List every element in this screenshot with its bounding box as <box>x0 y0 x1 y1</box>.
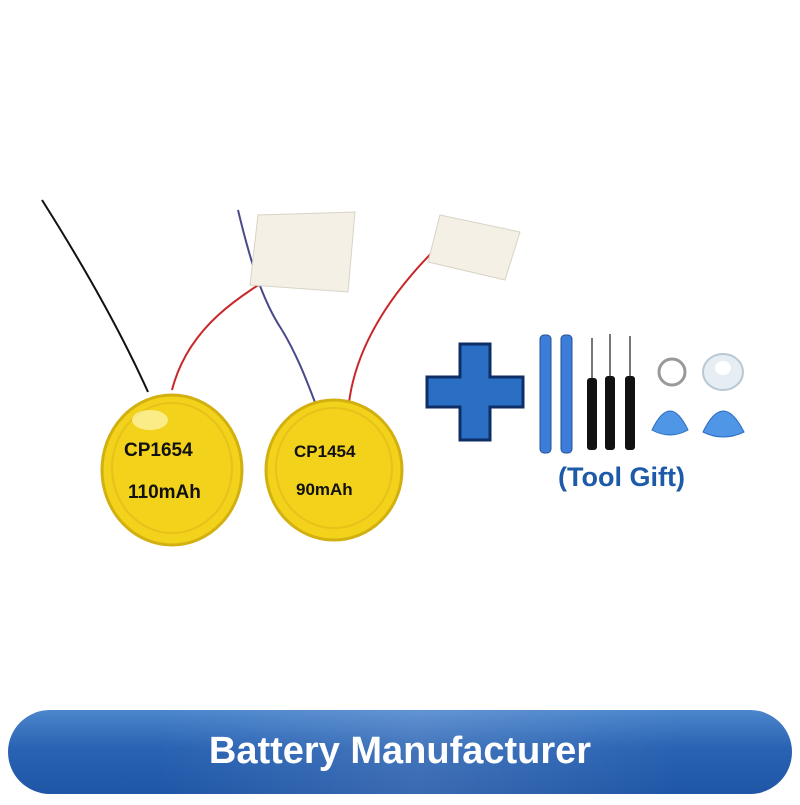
triangle-pick-icon <box>651 410 745 438</box>
battery-1-capacity: 110mAh <box>128 482 201 503</box>
battery-1-model: CP1654 <box>124 440 193 461</box>
tool-gift-caption: (Tool Gift) <box>558 462 685 492</box>
screwdriver-icon <box>587 334 635 450</box>
tape-patch <box>249 211 356 293</box>
banner-shine <box>158 710 678 794</box>
suction-cup-icon <box>702 353 744 391</box>
battery-1-wires <box>41 199 356 393</box>
pry-tool-icon <box>539 334 573 454</box>
manufacturer-banner: Battery Manufacturer <box>8 710 792 794</box>
battery-cp1654 <box>100 393 244 547</box>
tape-patch-2 <box>427 214 521 281</box>
battery-2-model: CP1454 <box>294 442 356 461</box>
plus-icon <box>425 342 525 442</box>
battery-cp1454 <box>264 398 404 542</box>
key-ring-icon <box>657 357 687 387</box>
banner-text: Battery Manufacturer <box>208 730 592 772</box>
battery-2-capacity: 90mAh <box>296 480 353 499</box>
tool-kit <box>539 334 745 454</box>
